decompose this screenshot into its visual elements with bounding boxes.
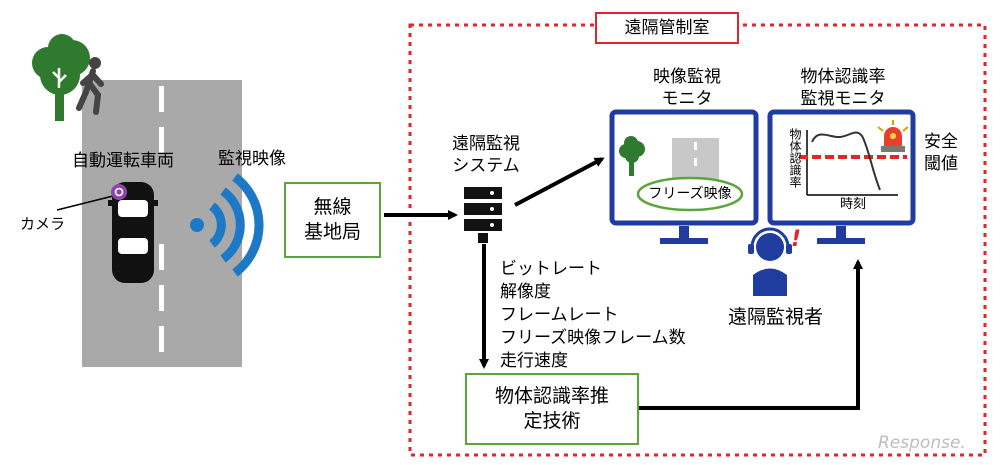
tree-icon xyxy=(32,34,90,121)
camera-label: カメラ xyxy=(20,215,66,233)
recognition-monitor-title-line2: 監視モニタ xyxy=(800,89,886,109)
monitor-tree-icon xyxy=(619,136,645,176)
control-room-border xyxy=(408,23,987,457)
watermark: Response. xyxy=(878,433,966,453)
base-station-box: 無線 基地局 xyxy=(284,182,381,258)
wireless-signal-icon xyxy=(190,173,264,277)
freeze-video-label: フリーズ映像 xyxy=(648,186,732,202)
parameter-item: 解像度 xyxy=(500,282,551,302)
video-monitor-title: 映像監視 モニタ xyxy=(632,66,742,110)
operator-alert: ! xyxy=(791,227,802,252)
freeze-ellipse xyxy=(636,176,744,212)
base-station-line1: 無線 xyxy=(313,196,352,218)
safety-threshold-line1: 安全 xyxy=(924,132,958,152)
video-monitor-title-line1: 映像監視 xyxy=(653,67,721,87)
monitoring-system-label: 遠隔監視 システム xyxy=(440,133,532,177)
parameter-item: フレームレート xyxy=(500,305,619,325)
control-room-title: 遠隔管制室 xyxy=(595,12,739,44)
camera-icon xyxy=(56,184,127,211)
arrow-system-to-monitor xyxy=(514,157,605,207)
parameter-item: 走行速度 xyxy=(500,351,568,371)
operator-label: 遠隔監視者 xyxy=(728,306,824,328)
parameter-item: ビットレート xyxy=(500,259,602,279)
control-room-title-text: 遠隔管制室 xyxy=(624,18,710,38)
vehicle-label: 自動運転車両 xyxy=(72,151,174,171)
pedestrian-icon xyxy=(76,57,104,115)
operator-icon xyxy=(748,227,792,296)
recognition-monitor-title-line1: 物体認識率 xyxy=(800,67,886,87)
estimation-line1: 物体認識率推 xyxy=(494,385,609,407)
server-icon xyxy=(464,187,502,243)
chart-y-axis-label: 物体認識率 xyxy=(788,128,802,188)
parameter-item: フリーズ映像フレーム数 xyxy=(500,328,686,348)
road xyxy=(82,80,242,367)
warning-light-icon xyxy=(877,120,909,152)
base-station-line2: 基地局 xyxy=(303,221,361,243)
monitoring-system-line1: 遠隔監視 xyxy=(452,134,520,154)
safety-threshold-line2: 閾値 xyxy=(924,154,958,174)
estimation-line2: 定技術 xyxy=(523,410,581,432)
estimation-box: 物体認識率推 定技術 xyxy=(465,373,639,445)
signal-label: 監視映像 xyxy=(218,149,286,169)
safety-threshold-label: 安全 閾値 xyxy=(918,131,964,175)
recognition-curve xyxy=(811,131,881,191)
parameter-list: ビットレート 解像度 フレームレート フリーズ映像フレーム数 走行速度 xyxy=(500,258,686,373)
recognition-chart xyxy=(799,130,907,196)
monitoring-system-line2: システム xyxy=(452,156,520,176)
car-icon xyxy=(108,182,158,283)
video-monitor-title-line2: モニタ xyxy=(661,89,713,109)
arrow-estimation-to-monitor xyxy=(638,259,863,410)
chart-x-axis-label: 時刻 xyxy=(840,197,867,212)
recognition-monitor-title: 物体認識率 監視モニタ xyxy=(788,66,898,110)
